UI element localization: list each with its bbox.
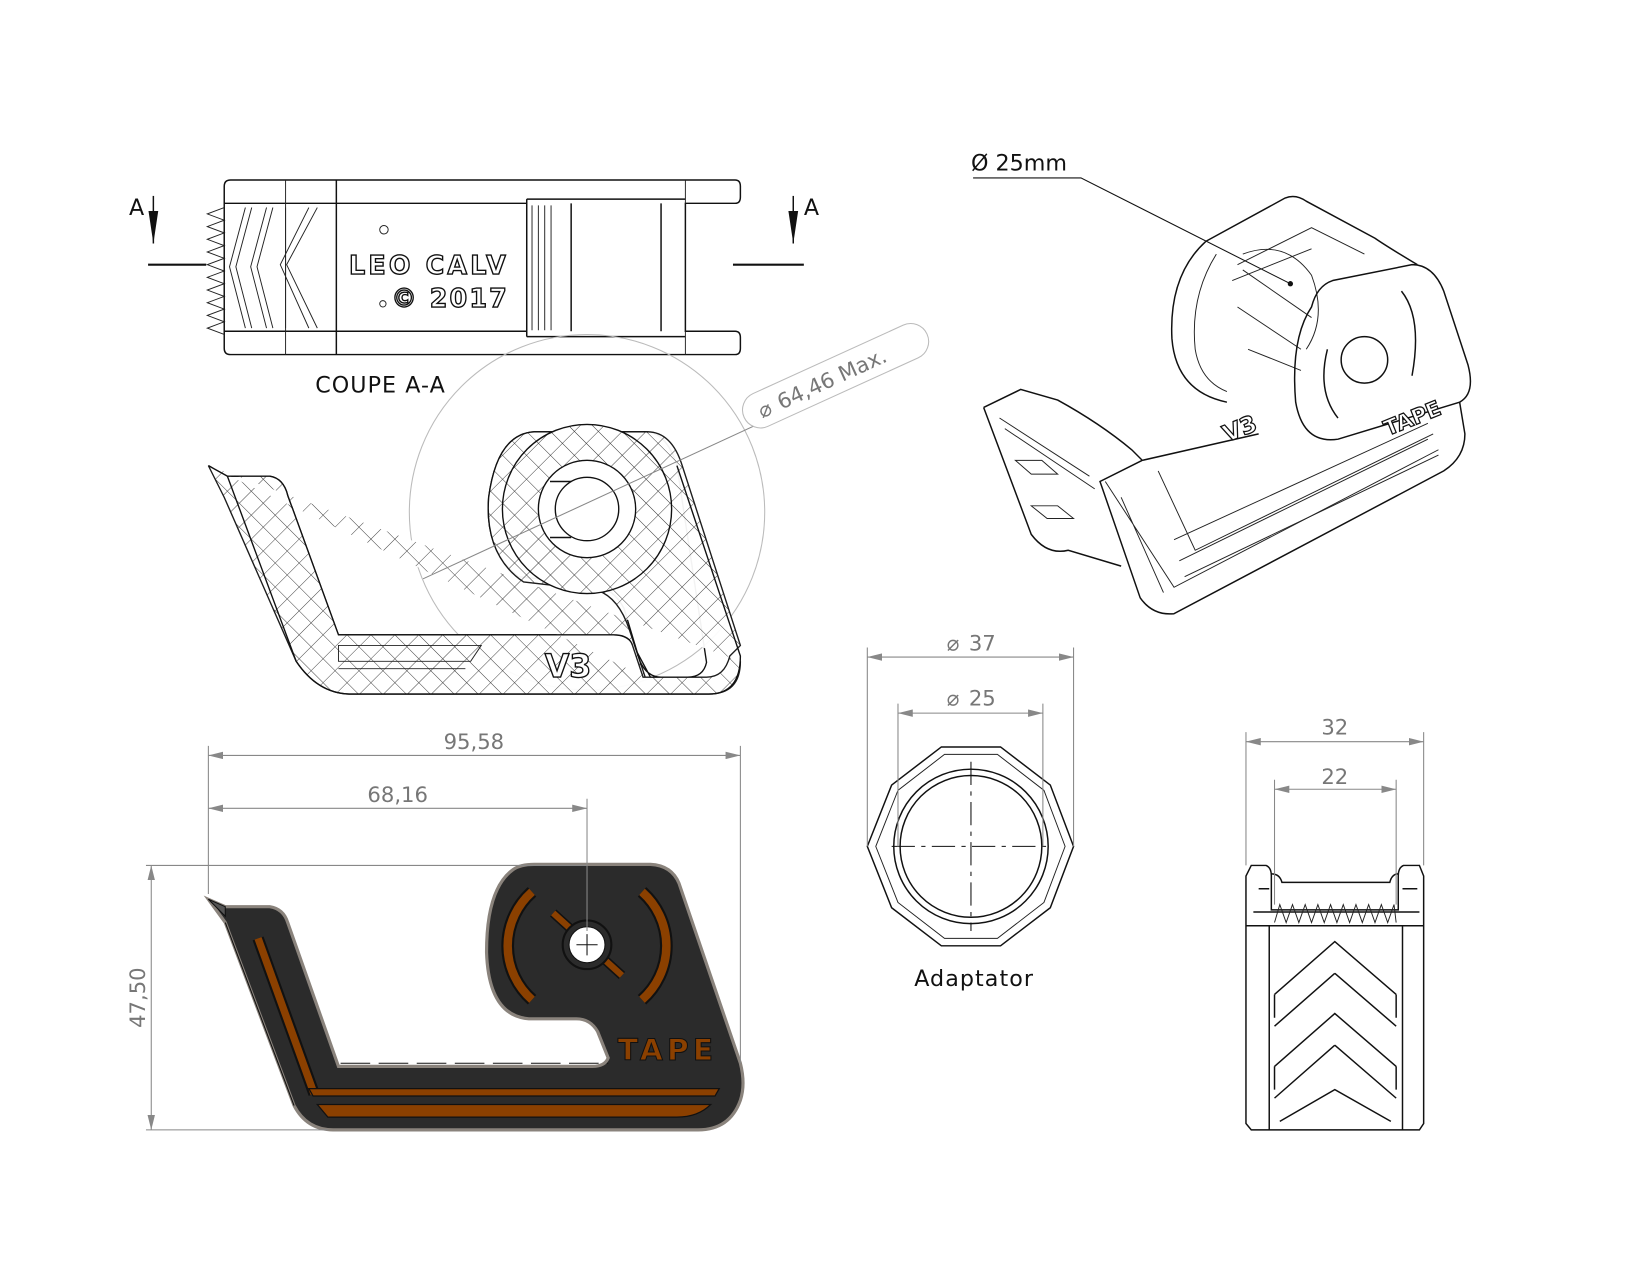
dim-inner-diameter: 25 bbox=[969, 686, 996, 711]
blade-tip bbox=[207, 898, 226, 918]
side-view-v3: V3 bbox=[545, 649, 592, 685]
section-view: LEO CALV © 2017 A A COUPE A-A bbox=[129, 179, 819, 399]
engraving-year: © 2017 bbox=[391, 283, 509, 313]
iso-tape: TAPE bbox=[1380, 395, 1444, 440]
dim-inner-width: 22 bbox=[1321, 764, 1348, 789]
diameter-symbol-outer: ⌀ bbox=[947, 631, 960, 656]
iso-v3: V3 bbox=[1219, 410, 1261, 448]
cut-marker-left: A bbox=[129, 195, 144, 221]
dim-axis: 68,16 bbox=[367, 782, 428, 807]
diameter-symbol-inner: ⌀ bbox=[947, 686, 960, 711]
tape-emboss: TAPE bbox=[618, 1033, 718, 1067]
dim-height: 47,50 bbox=[125, 967, 150, 1028]
core-diameter-callout: Ø 25mm bbox=[971, 151, 1067, 177]
section-label: COUPE A-A bbox=[315, 373, 446, 399]
cut-marker-right: A bbox=[804, 195, 819, 221]
max-diameter-leader bbox=[422, 412, 783, 580]
dim-outer-diameter: 37 bbox=[969, 631, 996, 656]
adaptator-view: ⌀ 37 ⌀ 25 Adaptator bbox=[866, 631, 1075, 992]
dim-width: 32 bbox=[1321, 714, 1348, 739]
side-view-section: V3 ⌀ 64,46 Max. bbox=[207, 322, 930, 695]
adaptator-label: Adaptator bbox=[914, 966, 1034, 992]
colored-side-view: TAPE 95,58 68,16 47,50 bbox=[125, 729, 745, 1132]
engraving-name: LEO CALV bbox=[349, 250, 509, 280]
front-view: 32 22 bbox=[1245, 714, 1425, 1131]
dim-length: 95,58 bbox=[444, 729, 505, 754]
dispenser-body bbox=[203, 862, 745, 1132]
isometric-view: Ø 25mm V3 TAPE bbox=[971, 151, 1472, 615]
